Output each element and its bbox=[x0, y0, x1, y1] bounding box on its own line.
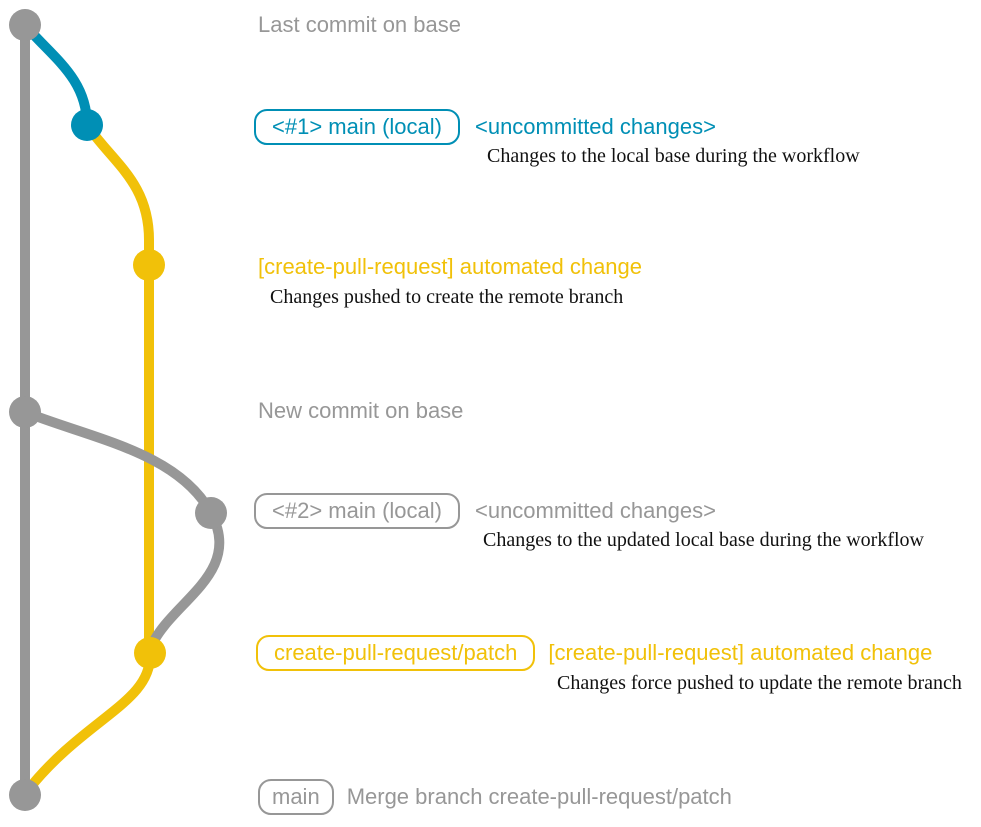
uncommitted-1-block: <#1> main (local) <uncommitted changes> … bbox=[254, 108, 860, 168]
uncommitted-1-detail: Changes to the local base during the wor… bbox=[487, 145, 860, 167]
automated-change-2-label: [create-pull-request] automated change bbox=[548, 640, 933, 665]
merge-label: Merge branch create-pull-request/patch bbox=[346, 784, 732, 809]
last-commit-label: Last commit on base bbox=[258, 12, 461, 37]
commit-dot-automated-1 bbox=[133, 249, 165, 281]
automated-change-1-detail: Changes pushed to create the remote bran… bbox=[270, 286, 624, 308]
automated-change-2-block: create-pull-request/patch [create-pull-r… bbox=[256, 634, 962, 695]
branch-line-merge-into-base bbox=[24, 652, 156, 794]
automated-change-1-label: [create-pull-request] automated change bbox=[258, 254, 643, 279]
branch-line-main-local-2 bbox=[23, 407, 225, 650]
merge-block: main Merge branch create-pull-request/pa… bbox=[258, 778, 732, 816]
commit-dot-last-base bbox=[9, 9, 41, 41]
uncommitted-2-block: <#2> main (local) <uncommitted changes> … bbox=[254, 492, 924, 552]
automated-change-1-block: [create-pull-request] automated change C… bbox=[258, 254, 642, 309]
automated-change-2-detail: Changes force pushed to update the remot… bbox=[557, 672, 962, 694]
commit-dot-uncommitted-1 bbox=[71, 109, 103, 141]
branch-badge-main-local-1: <#1> main (local) bbox=[254, 109, 460, 145]
branch-badge-create-pull-request-patch: create-pull-request/patch bbox=[256, 635, 536, 671]
branch-badge-main-local-2: <#2> main (local) bbox=[254, 493, 460, 529]
uncommitted-2-detail: Changes to the updated local base during… bbox=[483, 529, 924, 551]
branch-line-create-pull-request-patch bbox=[82, 122, 154, 653]
uncommitted-1-label: <uncommitted changes> bbox=[474, 114, 716, 139]
commit-dot-automated-2 bbox=[134, 637, 166, 669]
uncommitted-2-label: <uncommitted changes> bbox=[474, 498, 716, 523]
commit-dot-uncommitted-2 bbox=[195, 497, 227, 529]
commit-dot-new-base bbox=[9, 396, 41, 428]
new-commit-label: New commit on base bbox=[258, 398, 464, 423]
commit-dot-merge bbox=[9, 779, 41, 811]
branch-badge-main: main bbox=[258, 779, 334, 815]
branch-line-main-local-1 bbox=[21, 21, 92, 126]
